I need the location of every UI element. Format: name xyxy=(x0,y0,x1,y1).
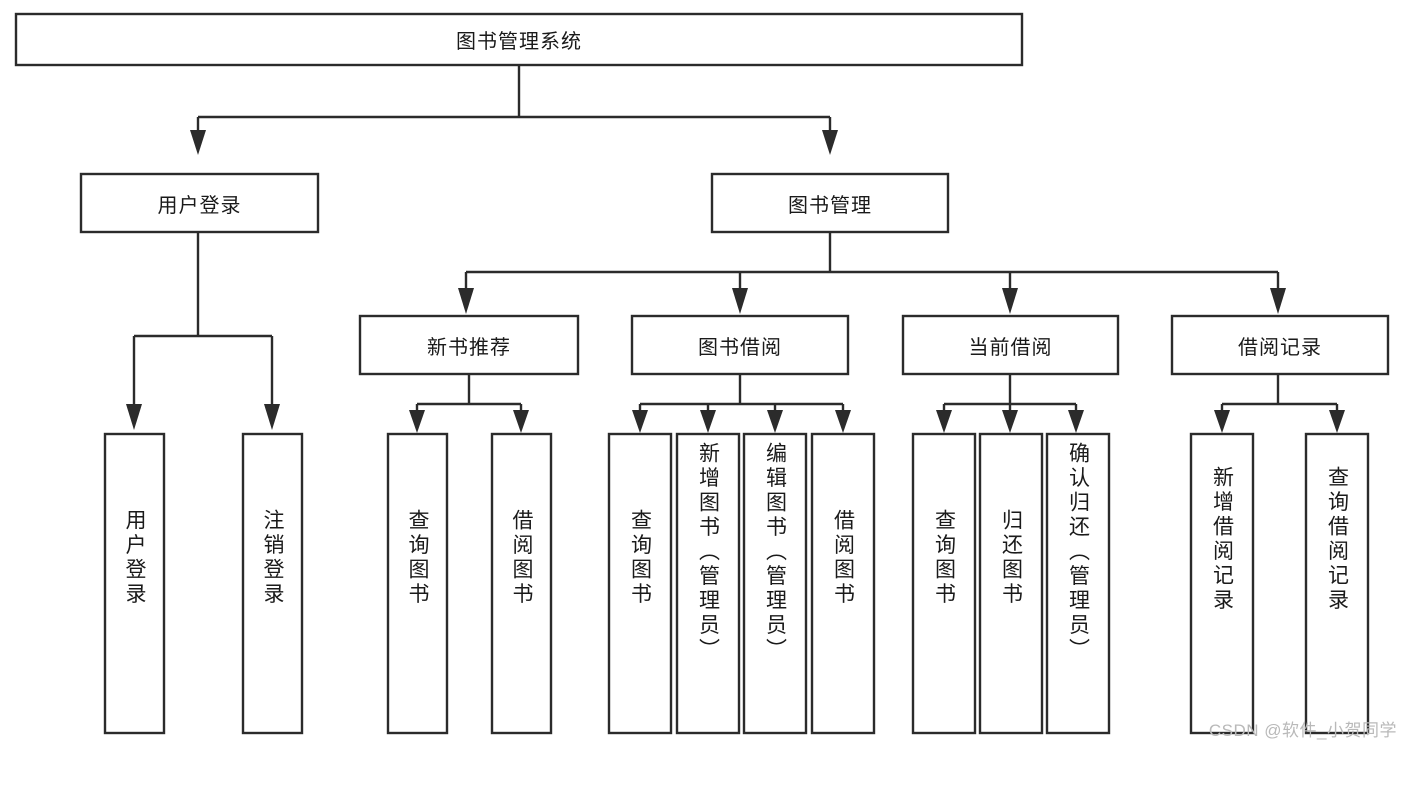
node-borrow-record[interactable] xyxy=(1170,314,1390,376)
node-book-borrow[interactable] xyxy=(630,314,850,376)
node-leaf-confirm-return[interactable] xyxy=(1045,432,1111,735)
connector-borrow-record-to-leaves xyxy=(1214,374,1345,433)
arrow-leaf-add-record xyxy=(1214,410,1230,433)
connector-user-login-to-leaves xyxy=(126,232,280,430)
arrow-leaf-borrow-book-1 xyxy=(513,410,529,433)
arrow-leaf-edit-book xyxy=(767,410,783,433)
node-leaf-add-record[interactable] xyxy=(1189,432,1255,735)
node-leaf-add-book[interactable] xyxy=(675,432,741,735)
node-leaf-user-login[interactable] xyxy=(103,432,166,735)
node-new-book-recommend[interactable] xyxy=(358,314,580,376)
arrow-user-login xyxy=(190,130,206,155)
node-leaf-borrow-book-1[interactable] xyxy=(490,432,553,735)
arrow-borrow-record xyxy=(1270,288,1286,314)
diagram-canvas: 图书管理系统 用户登录 图书管理 新书推荐 图书借阅 当前借阅 借阅记录 用户登… xyxy=(14,12,1397,740)
node-user-login[interactable] xyxy=(79,172,320,234)
node-leaf-query-book-3[interactable] xyxy=(911,432,977,735)
arrow-current-borrow xyxy=(1002,288,1018,314)
connector-current-borrow-to-leaves xyxy=(936,374,1084,433)
arrow-leaf-query-record xyxy=(1329,410,1345,433)
connector-book-manage-to-level3 xyxy=(458,232,1286,314)
arrow-book-manage xyxy=(822,130,838,155)
arrow-leaf-user-login xyxy=(126,404,142,430)
node-book-manage[interactable] xyxy=(710,172,950,234)
arrow-book-borrow xyxy=(732,288,748,314)
arrow-leaf-return-book xyxy=(1002,410,1018,433)
arrow-leaf-borrow-book-2 xyxy=(835,410,851,433)
connector-root-to-level2 xyxy=(190,65,838,155)
node-leaf-edit-book[interactable] xyxy=(742,432,808,735)
connector-book-borrow-to-leaves xyxy=(632,374,851,433)
node-leaf-logout[interactable] xyxy=(241,432,304,735)
arrow-leaf-add-book xyxy=(700,410,716,433)
node-root-book-management-system[interactable] xyxy=(14,12,1024,67)
node-leaf-borrow-book-2[interactable] xyxy=(810,432,876,735)
arrow-leaf-confirm-return xyxy=(1068,410,1084,433)
arrow-leaf-query-book-1 xyxy=(409,410,425,433)
connector-new-book-to-leaves xyxy=(409,374,529,433)
arrow-leaf-query-book-3 xyxy=(936,410,952,433)
node-current-borrow[interactable] xyxy=(901,314,1120,376)
tree-diagram-svg xyxy=(14,12,1390,735)
node-leaf-query-record[interactable] xyxy=(1304,432,1370,735)
node-leaf-query-book-1[interactable] xyxy=(386,432,449,735)
watermark-text: CSDN @软件_小贺同学 xyxy=(1208,721,1397,740)
node-leaf-query-book-2[interactable] xyxy=(607,432,673,735)
node-leaf-return-book[interactable] xyxy=(978,432,1044,735)
arrow-new-book-recommend xyxy=(458,288,474,314)
arrow-leaf-logout xyxy=(264,404,280,430)
arrow-leaf-query-book-2 xyxy=(632,410,648,433)
